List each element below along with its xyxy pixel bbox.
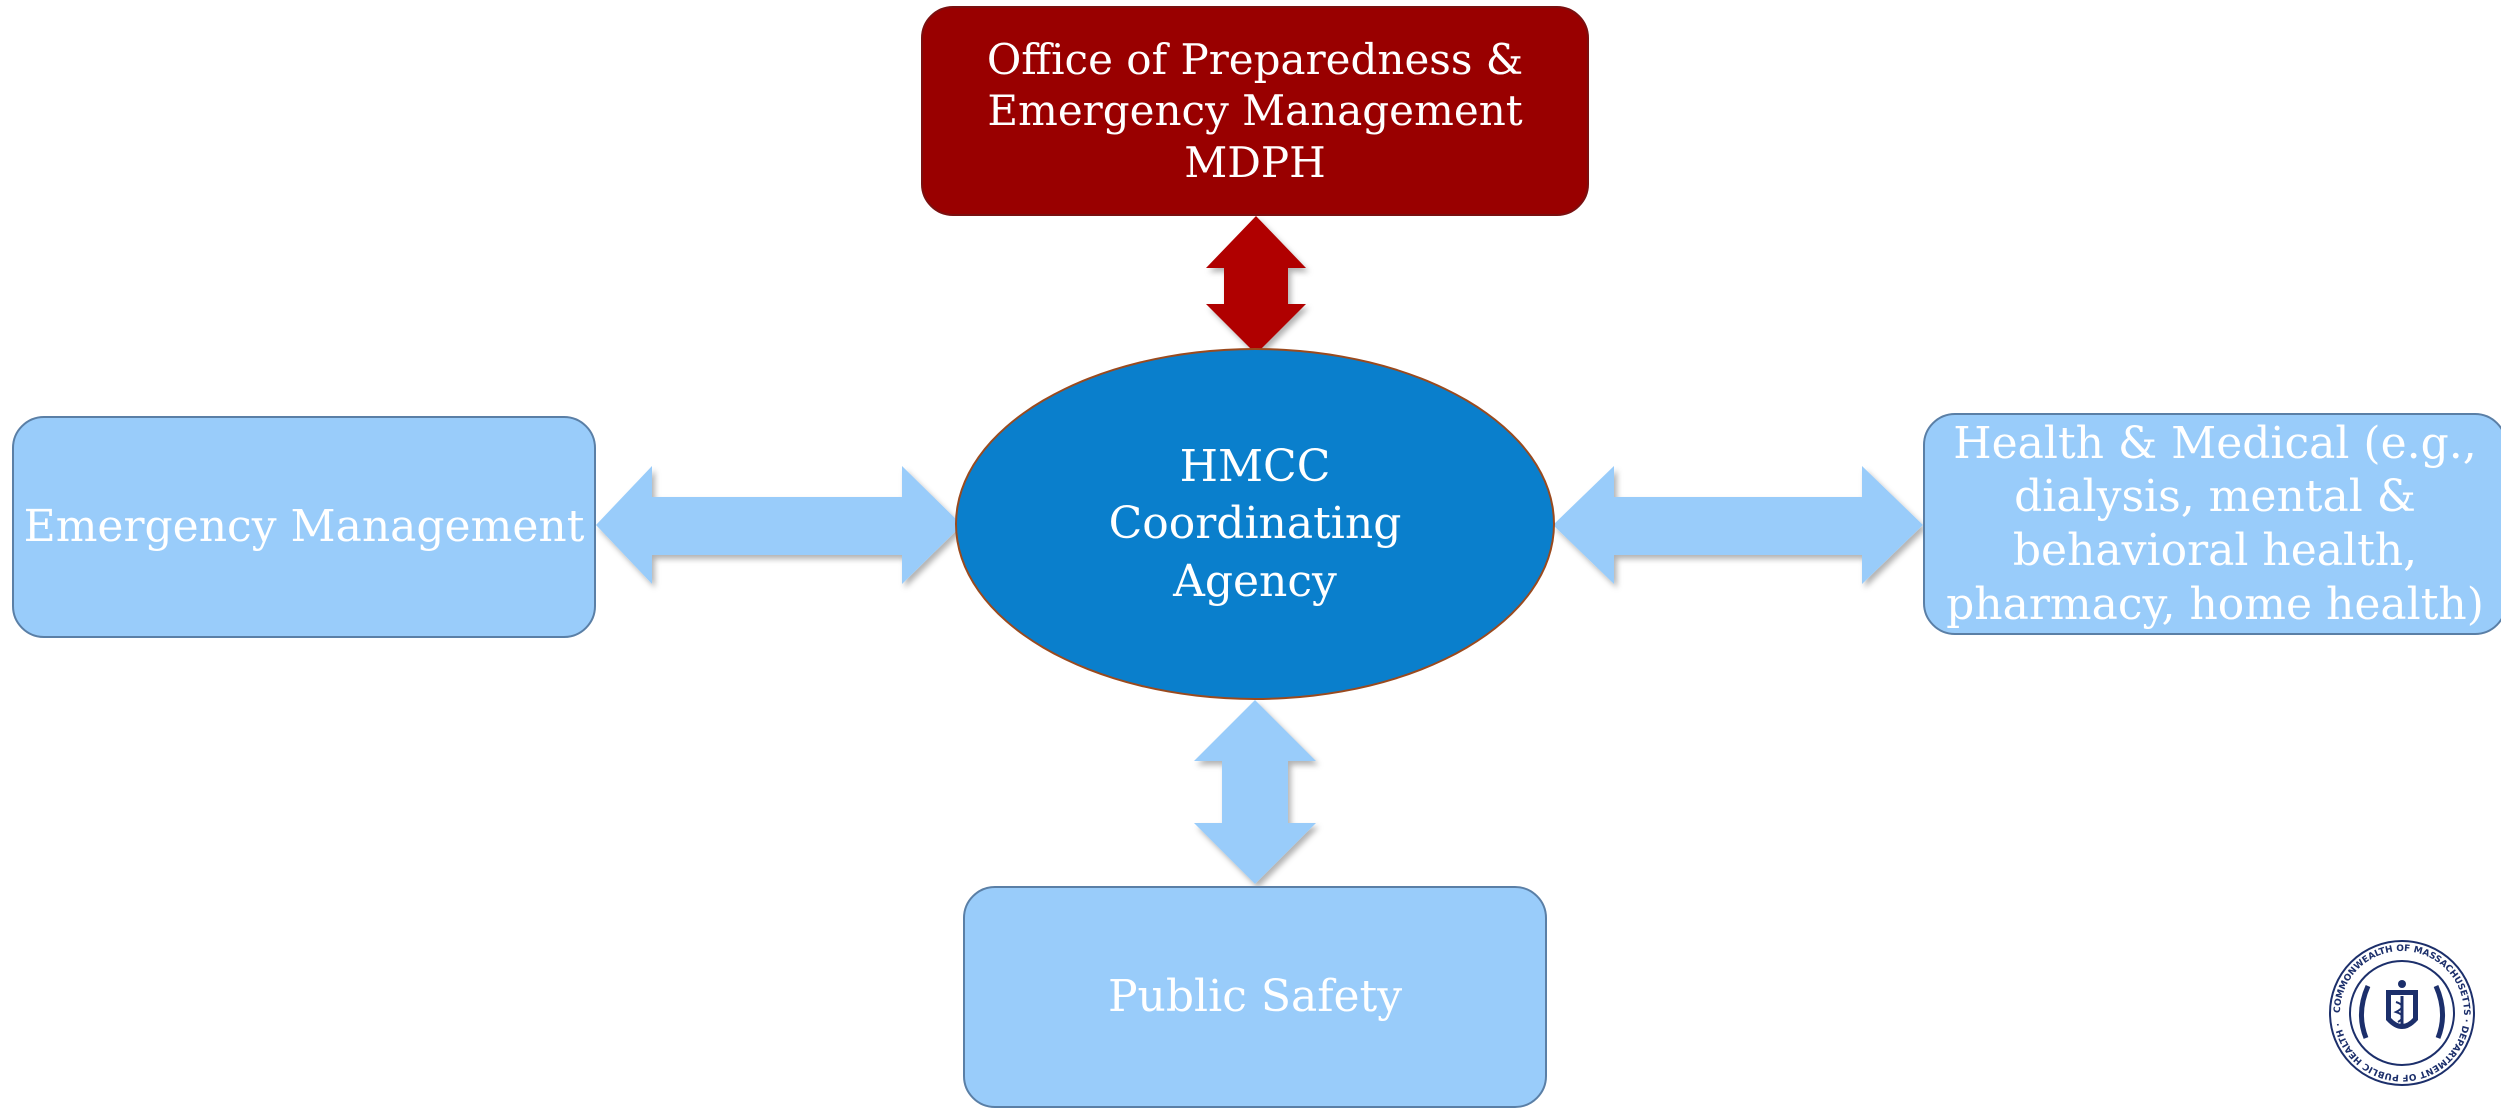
right-box-line: Health & Medical (e.g., — [1953, 417, 2477, 469]
office-of-preparedness-box: Office of Preparedness & Emergency Manag… — [921, 6, 1589, 216]
arrow-right-double — [1553, 466, 1923, 584]
right-box-line: behavioral health, — [2012, 525, 2418, 576]
right-box-line: pharmacy, home health) — [1946, 578, 2484, 630]
center-line: HMCC — [1179, 441, 1331, 493]
center-line: Coordinating — [1108, 498, 1402, 550]
left-box-label: Emergency Management — [23, 501, 585, 553]
right-box-line: dialysis, mental & — [2014, 471, 2416, 523]
top-box-line: Emergency Management — [987, 86, 1523, 136]
bottom-box-label: Public Safety — [1107, 971, 1403, 1023]
hmcc-coordinating-agency-ellipse: HMCC Coordinating Agency — [955, 348, 1555, 700]
health-medical-box: Health & Medical (e.g., dialysis, mental… — [1923, 413, 2501, 635]
top-box-line: MDPH — [1184, 137, 1326, 187]
center-line: Agency — [1173, 555, 1337, 607]
arrow-top-double — [1206, 216, 1306, 354]
arrow-bottom-double — [1194, 700, 1316, 884]
arrow-left-double — [596, 466, 962, 584]
top-box-line: Office of Preparedness & — [986, 35, 1524, 85]
massachusetts-dph-seal-icon: COMMONWEALTH OF MASSACHUSETTS · DEPARTME… — [2329, 940, 2475, 1086]
public-safety-box: Public Safety — [963, 886, 1547, 1108]
emergency-management-box: Emergency Management — [12, 416, 596, 638]
